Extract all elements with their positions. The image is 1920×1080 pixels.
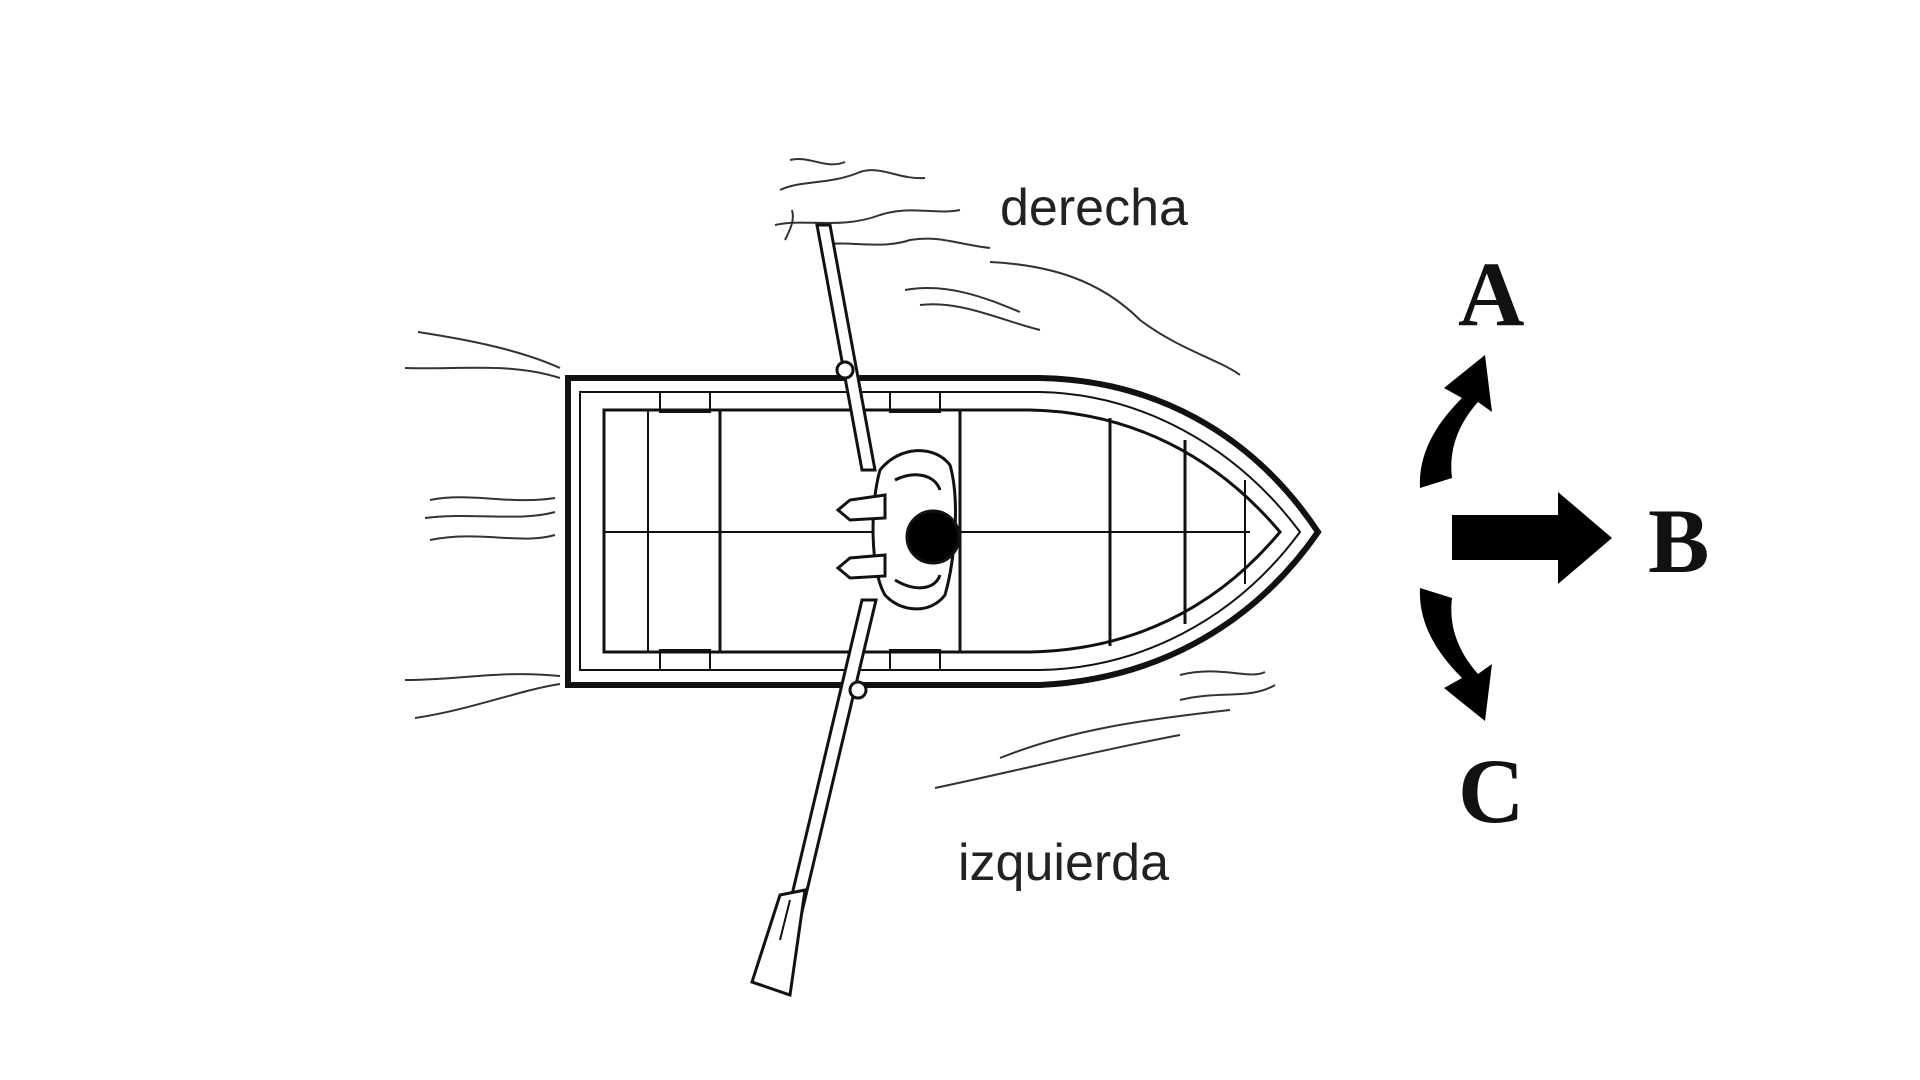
option-a-label: A xyxy=(1458,243,1524,345)
stern-wake-lines xyxy=(404,331,561,719)
starboard-wake-lines xyxy=(774,157,1241,376)
curved-arrow-up-right-icon xyxy=(1419,355,1492,488)
port-wake-lines xyxy=(934,670,1276,789)
option-c-label: C xyxy=(1458,740,1524,842)
port-label: izquierda xyxy=(958,834,1169,892)
starboard-label: derecha xyxy=(1000,179,1188,237)
rowboat-top-view-icon xyxy=(565,375,1322,688)
curved-arrow-down-right-icon xyxy=(1419,588,1492,721)
option-b-label: B xyxy=(1648,490,1709,592)
rower-icon xyxy=(835,449,961,611)
arrow-right-icon xyxy=(1452,492,1612,584)
oar-icon xyxy=(750,223,878,998)
